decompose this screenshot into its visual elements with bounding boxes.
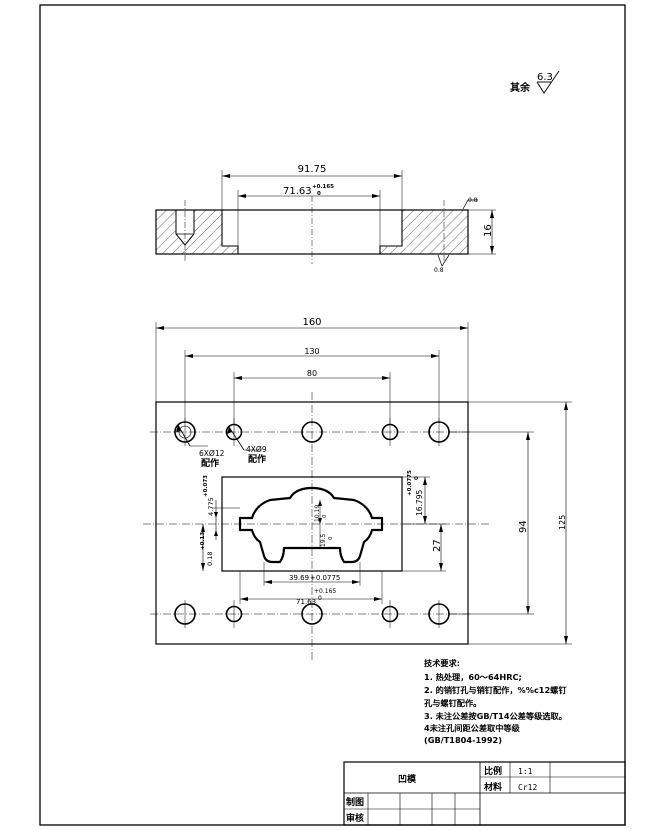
dim-left-a: 0.18 — [206, 552, 214, 566]
dim-inner-height: 94 — [518, 520, 529, 533]
dim-right-inner-tol-lower: 0 — [414, 476, 420, 480]
die-opening-profile — [238, 486, 384, 564]
material-value: Cr12 — [518, 783, 537, 792]
dim-height-125: 125 — [558, 515, 567, 530]
dim-center-a-tol: 0 — [322, 514, 328, 518]
dim-left-a-tol: +0.13 — [200, 532, 206, 550]
dim-cavity-width: 39.69 — [289, 574, 309, 582]
dim-outer: 91.75 — [298, 164, 327, 175]
dim-cavity-width-tol: +0.0775 — [310, 574, 340, 582]
scale-label: 比例 — [484, 765, 502, 777]
dim-left-b-tol: +0.073 — [203, 475, 209, 497]
tech-req-item: 4未注孔间距公差取中等级 — [424, 723, 521, 733]
callout-screw-holes: 4XØ9 — [246, 445, 267, 454]
tech-req-heading: 技术要求: — [424, 658, 460, 668]
part-name: 凹模 — [398, 773, 417, 785]
dim-inner-tol-upper: +0.165 — [312, 184, 334, 190]
dim-cavity-bottom: 71.63 — [296, 598, 316, 606]
callout-screw-holes-note: 配作 — [248, 453, 266, 465]
dim-center-b: 19.5 — [320, 533, 327, 547]
roughness-top-value: 0.8 — [468, 197, 478, 204]
dim-left-b: 4.775 — [207, 497, 215, 516]
callout-pin-holes-note: 配作 — [201, 457, 219, 469]
technical-requirements: 技术要求: 1. 热处理，60～64HRC; 2. 的销钉孔与销钉配作，%%c1… — [424, 658, 567, 745]
dim-center-a: 10.19 — [314, 505, 321, 522]
roughness-top-icon — [462, 199, 478, 210]
roughness-value: 6.3 — [537, 72, 553, 83]
checked-label: 审核 — [346, 812, 364, 824]
roughness-bottom-icon — [437, 254, 450, 267]
drawn-label: 制图 — [346, 796, 364, 808]
pin-hole — [301, 603, 323, 625]
dim-cavity-height: 27 — [432, 539, 443, 552]
dim-cavity-bottom-tol-lower: 0 — [318, 595, 322, 602]
dim-inner-span: 80 — [307, 369, 317, 378]
callout-pin-holes: 6XØ12 — [199, 449, 225, 458]
tech-req-item: 2. 的销钉孔与销钉配作，%%c12螺钉 — [424, 685, 567, 695]
dim-inner: 71.63 — [283, 186, 312, 197]
dim-hole-span: 130 — [304, 347, 319, 356]
tech-req-item: 3. 未注公差按GB/T14公差等级选取。 — [424, 711, 567, 721]
dim-center-b-tol: 0 — [328, 536, 334, 540]
section-view: 91.75 71.63 +0.165 0 16 0.8 0.8 — [155, 164, 496, 274]
section-hatch-left — [156, 210, 238, 254]
tech-req-item: (GB/T1804-1992) — [424, 735, 502, 745]
dim-inner-tol-lower: 0 — [317, 191, 321, 197]
surface-roughness-note: 其余 6.3 — [510, 70, 560, 94]
dim-cavity-bottom-tol-upper: +0.165 — [314, 588, 336, 595]
dim-right-inner-tol-upper: +0.0775 — [407, 470, 413, 496]
roughness-symbol-icon — [536, 70, 560, 94]
section-hatch-right — [380, 210, 468, 254]
roughness-bottom-value: 0.8 — [434, 267, 444, 274]
drawing-border — [39, 4, 626, 826]
dim-width: 160 — [302, 317, 321, 328]
tech-req-item: 1. 热处理，60～64HRC; — [424, 672, 522, 682]
roughness-prefix: 其余 — [510, 81, 531, 94]
dim-height: 16 — [483, 224, 494, 237]
material-label: 材料 — [483, 781, 502, 793]
title-block: 凹模 比例 1:1 材料 Cr12 制图 审核 — [343, 761, 626, 826]
dim-right-inner: 16.795 — [415, 490, 424, 516]
pin-hole — [301, 421, 323, 443]
tech-req-item: 孔与螺钉配作。 — [424, 698, 481, 708]
scale-value: 1:1 — [518, 767, 533, 776]
plan-view: 160 130 80 125 94 27 — [143, 317, 572, 660]
